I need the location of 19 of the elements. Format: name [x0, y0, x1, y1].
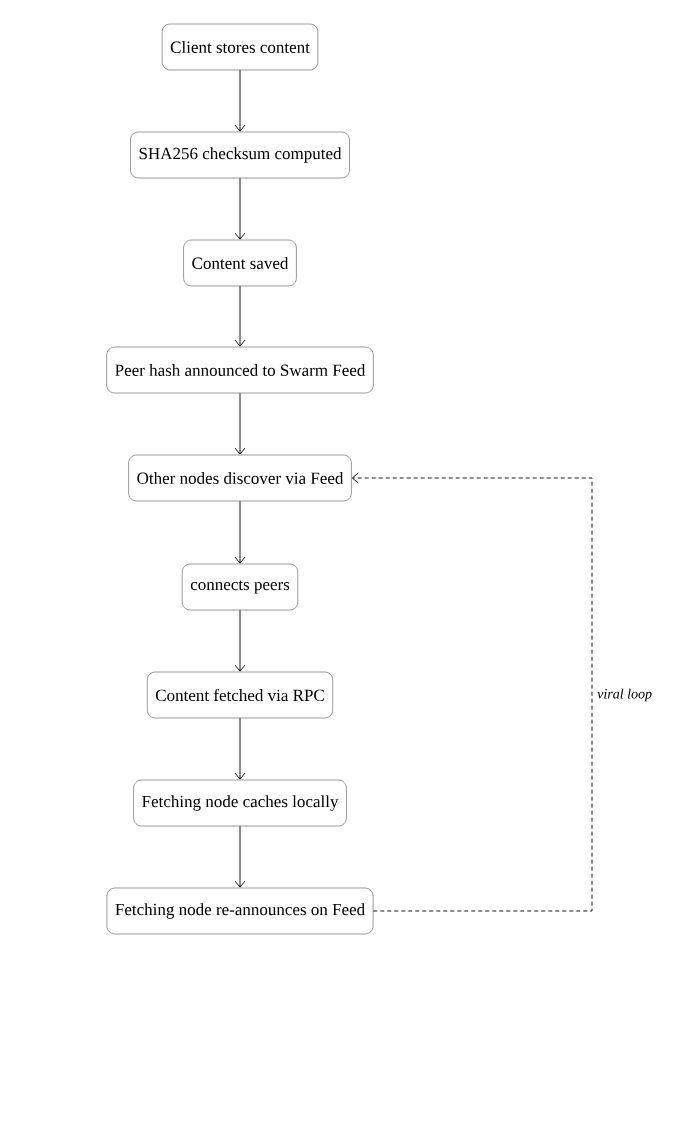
process-box: Peer hash announced to Swarm Feed: [106, 346, 374, 394]
process-box: Client stores content: [161, 23, 319, 71]
process-box: Content saved: [183, 239, 297, 287]
arrow: [234, 392, 246, 455]
process-box: Other nodes discover via Feed: [128, 454, 352, 502]
arrow: [234, 177, 246, 240]
arrow: [234, 825, 246, 888]
arrow: [351, 472, 593, 912]
edge-label: viral loop: [597, 688, 652, 702]
process-box: Content fetched via RPC: [147, 671, 333, 719]
arrow: [234, 500, 246, 564]
arrow: [234, 285, 246, 347]
arrow: [234, 609, 246, 672]
process-box: Fetching node caches locally: [133, 779, 347, 827]
arrow: [234, 69, 246, 132]
process-box: SHA256 checksum computed: [130, 131, 350, 179]
process-box: connects peers: [182, 563, 298, 611]
arrow: [234, 717, 246, 780]
process-box: Fetching node re-announces on Feed: [106, 887, 374, 935]
